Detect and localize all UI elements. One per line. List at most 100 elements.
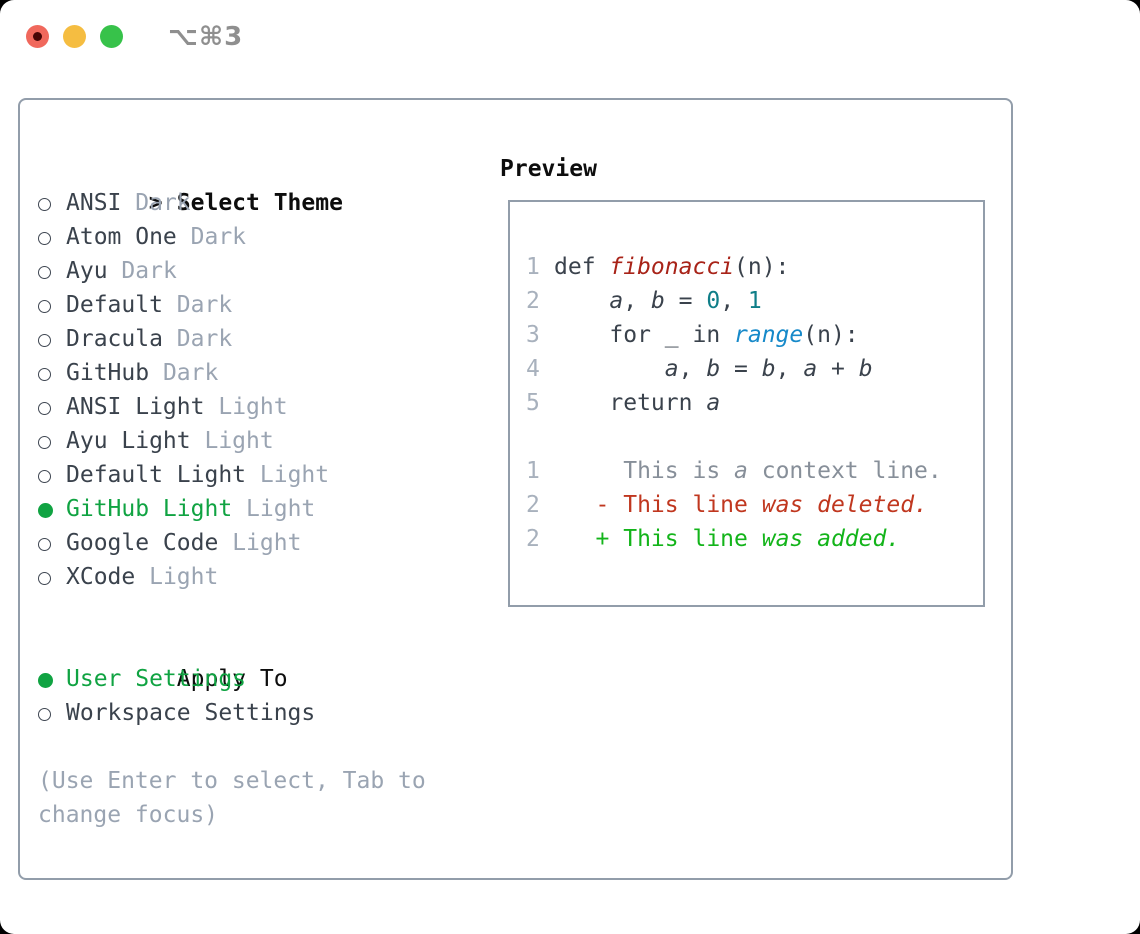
theme-option-label: GitHub (66, 360, 150, 386)
apply-option-user-settings[interactable]: User Settings (38, 662, 478, 696)
close-dot-icon (33, 32, 42, 41)
theme-option-default-light[interactable]: Default Light Light (38, 458, 478, 492)
apply-option-workspace-settings[interactable]: Workspace Settings (38, 696, 478, 730)
select-theme-header: >Select Theme (38, 152, 478, 216)
theme-option-default[interactable]: Default Dark (38, 288, 478, 322)
line-number: 2 (526, 288, 540, 314)
code-token-builtin: range (734, 322, 804, 348)
code-token-var: a (664, 356, 679, 382)
line-number: 2 (526, 526, 540, 552)
code-token-lit: 1 (747, 288, 762, 314)
code-token-lit: 0 (706, 288, 721, 314)
radio-circle (38, 470, 51, 483)
code-token-code: , (678, 356, 707, 382)
theme-option-label: ANSI (66, 190, 122, 216)
code-line: 3 for _ in range(n): (526, 318, 983, 352)
preview-title: Preview (500, 156, 597, 182)
code-token-var: a (609, 288, 624, 314)
theme-variant-tag: Light (259, 462, 330, 488)
theme-option-label: Google Code (66, 530, 219, 556)
code-line: 2 - This line was deleted. (526, 488, 983, 522)
code-token-var: a (706, 390, 721, 416)
code-token-func: fibonacci (609, 254, 735, 280)
code-token-code: = (664, 288, 707, 314)
theme-option-label: Ayu (66, 258, 108, 284)
hint-text: (Use Enter to select, Tab to change focu… (38, 768, 426, 828)
spacer (38, 730, 478, 764)
radio-circle (38, 402, 51, 415)
radio-unselected-icon (38, 696, 66, 730)
theme-variant-tag: Dark (135, 190, 191, 216)
radio-unselected-icon (38, 322, 66, 356)
radio-circle (38, 198, 51, 211)
radio-circle (38, 503, 53, 518)
titlebar: ⌥⌘3 (0, 0, 1140, 80)
radio-unselected-icon (38, 288, 66, 322)
theme-option-ansi[interactable]: ANSI Dark (38, 186, 478, 220)
theme-option-atom-one[interactable]: Atom One Dark (38, 220, 478, 254)
line-number: 5 (526, 390, 540, 416)
theme-option-label: ANSI Light (66, 394, 205, 420)
theme-variant-tag: Light (246, 496, 316, 522)
theme-option-ayu[interactable]: Ayu Dark (38, 254, 478, 288)
theme-option-ansi-light[interactable]: ANSI Light Light (38, 390, 478, 424)
theme-option-github-light[interactable]: GitHub Light Light (38, 492, 478, 526)
radio-circle (38, 300, 51, 313)
radio-unselected-icon (38, 390, 66, 424)
theme-variant-tag: Dark (176, 326, 233, 352)
traffic-lights (26, 25, 123, 48)
line-number: 4 (526, 356, 540, 382)
code-token-code: , (623, 288, 651, 314)
code-token-code: def (554, 254, 610, 280)
theme-option-ayu-light[interactable]: Ayu Light Light (38, 424, 478, 458)
code-line: 2 a, b = 0, 1 (526, 284, 983, 318)
code-token-code: = (720, 356, 762, 382)
radio-circle (38, 334, 51, 347)
theme-option-dracula[interactable]: Dracula Dark (38, 322, 478, 356)
theme-option-xcode[interactable]: XCode Light (38, 560, 478, 594)
radio-unselected-icon (38, 458, 66, 492)
theme-option-label: XCode (66, 564, 136, 590)
radio-unselected-icon (38, 356, 66, 390)
theme-variant-tag: Dark (176, 292, 233, 318)
code-token-var: b (706, 356, 721, 382)
code-token-add-i: was added. (761, 526, 901, 552)
theme-option-github[interactable]: GitHub Dark (38, 356, 478, 390)
radio-unselected-icon (38, 526, 66, 560)
theme-option-label: Ayu Light (66, 428, 191, 454)
code-line: 4 a, b = b, a + b (526, 352, 983, 386)
code-token-code (554, 356, 665, 382)
code-token-var: b (650, 288, 665, 314)
code-token-code: return (554, 390, 707, 416)
code-token-ctx: This is (554, 458, 735, 484)
line-number: 1 (526, 254, 540, 280)
minimize-button[interactable] (63, 25, 86, 48)
line-number: 3 (526, 322, 540, 348)
apply-to-header: Apply To (38, 628, 478, 692)
code-token-code: , (775, 356, 804, 382)
radio-circle (38, 708, 51, 721)
select-theme-title: Select Theme (176, 190, 343, 216)
zoom-button[interactable] (100, 25, 123, 48)
radio-unselected-icon (38, 560, 66, 594)
theme-variant-tag: Light (149, 564, 219, 590)
code-line: 2 + This line was added. (526, 522, 983, 556)
theme-variant-tag: Dark (190, 224, 247, 250)
spacer (38, 594, 478, 628)
code-token-var: b (761, 356, 776, 382)
radio-circle (38, 538, 51, 551)
radio-circle (38, 572, 51, 585)
code-token-var: b (858, 356, 873, 382)
code-line: 1 This is a context line. (526, 454, 983, 488)
close-button[interactable] (26, 25, 49, 48)
radio-unselected-icon (38, 220, 66, 254)
code-token-del: - This line (554, 492, 762, 518)
theme-option-google-code[interactable]: Google Code Light (38, 526, 478, 560)
radio-circle (38, 436, 51, 449)
